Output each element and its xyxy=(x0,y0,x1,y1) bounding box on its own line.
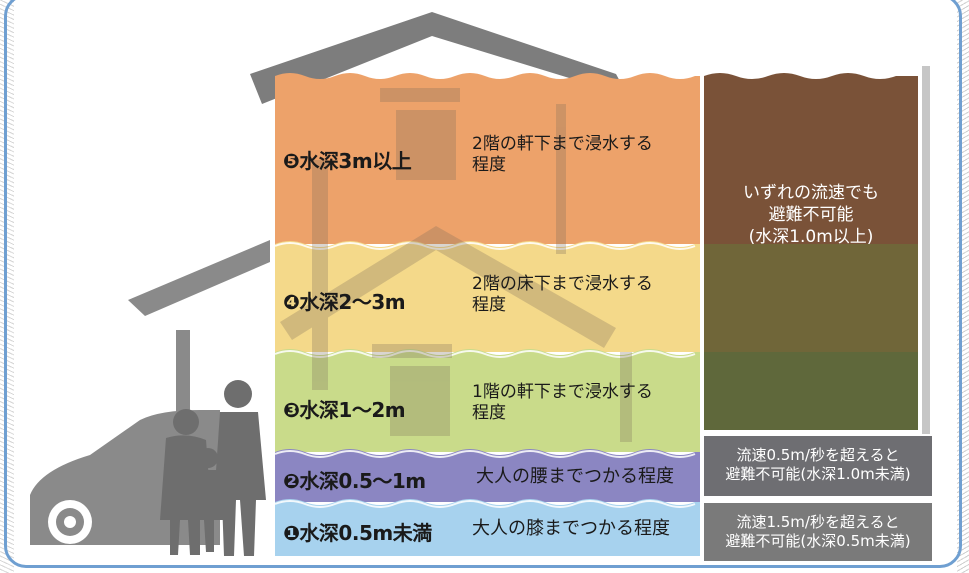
condition-panel-mid xyxy=(704,436,932,496)
condition-top-line1: いずれの流速でも xyxy=(743,183,879,203)
band-level-2 xyxy=(275,449,700,502)
level-1-label: ❶水深0.5m未満 xyxy=(283,521,432,545)
level-3-description: 1階の軒下まで浸水する 程度 xyxy=(472,382,653,424)
level-5-description: 2階の軒下まで浸水する 程度 xyxy=(472,134,653,176)
level-1-description: 大人の膝までつかる程度 xyxy=(472,518,670,539)
people-silhouette xyxy=(160,380,266,556)
condition-top-line2: 避難不可能 xyxy=(768,205,854,225)
level-5-label: ❺水深3m以上 xyxy=(283,149,412,173)
condition-bottom-line1: 流速1.5m/秒を超えると xyxy=(736,513,900,531)
level-5-description-line2: 程度 xyxy=(472,155,506,175)
condition-bottom-text: 流速1.5m/秒を超えると 避難不可能(水深0.5m未満) xyxy=(704,513,932,551)
band-level-1 xyxy=(275,499,700,556)
condition-panels xyxy=(704,66,932,561)
level-5-description-line1: 2階の軒下まで浸水する xyxy=(472,134,653,154)
house-structure xyxy=(280,88,632,442)
band-level-4 xyxy=(275,241,700,352)
level-3-label: ❸水深1〜2m xyxy=(283,398,406,422)
band-level-5 xyxy=(275,73,700,244)
water-bands xyxy=(274,73,700,556)
condition-bottom-line2: 避難不可能(水深0.5m未満) xyxy=(725,532,911,550)
house-roof xyxy=(250,12,628,104)
level-4-description-line2: 程度 xyxy=(472,295,506,315)
condition-mid-text: 流速0.5m/秒を超えると 避難不可能(水深1.0m未満) xyxy=(704,446,932,484)
condition-top-text: いずれの流速でも 避難不可能 (水深1.0m以上) xyxy=(704,182,918,248)
diagram-frame xyxy=(4,0,962,568)
condition-mid-line2: 避難不可能(水深1.0m未満) xyxy=(725,465,911,483)
level-4-description: 2階の床下まで浸水する 程度 xyxy=(472,274,653,316)
level-3-description-line2: 程度 xyxy=(472,403,506,423)
level-4-label: ❹水深2〜3m xyxy=(283,290,406,314)
map-background-left xyxy=(0,0,14,573)
band-level-3 xyxy=(275,349,700,452)
condition-top-line3: (水深1.0m以上) xyxy=(748,227,874,247)
level-2-label: ❷水深0.5〜1m xyxy=(283,469,426,493)
condition-mid-line1: 流速0.5m/秒を超えると xyxy=(736,446,900,464)
condition-panel-bottom xyxy=(704,503,932,561)
level-2-description: 大人の腰までつかる程度 xyxy=(476,466,674,487)
level-3-description-line1: 1階の軒下まで浸水する xyxy=(472,382,653,402)
level-4-description-line1: 2階の床下まで浸水する xyxy=(472,274,653,294)
